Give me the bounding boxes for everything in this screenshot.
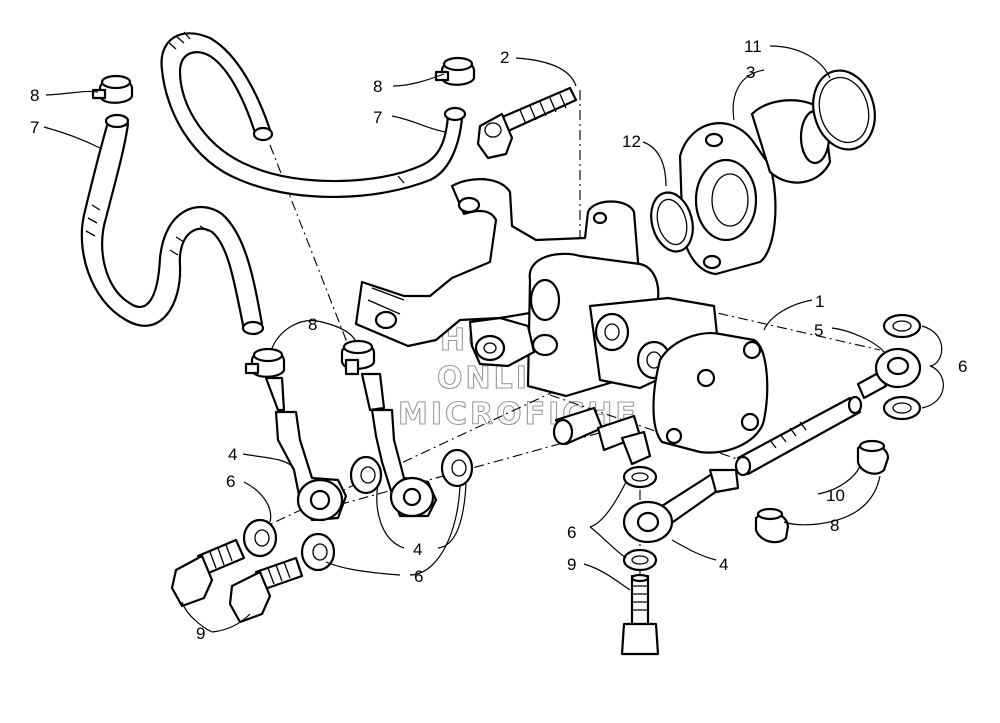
callout-4-middle: 4 — [413, 540, 422, 559]
hose-clamp-lower-mid — [754, 507, 790, 544]
o-ring-large — [812, 69, 876, 151]
hose-clamp-top-mid — [434, 56, 476, 86]
callout-7-left: 7 — [30, 118, 39, 137]
callout-11: 11 — [744, 37, 762, 56]
washer-lower-top — [622, 465, 658, 489]
hose-clamp-top-left — [91, 74, 134, 104]
callout-4-left: 4 — [228, 445, 237, 464]
hose-clamp-lower-right — [856, 439, 890, 475]
callout-9-lower: 9 — [567, 555, 576, 574]
callout-2: 2 — [500, 48, 509, 67]
oil-pump-assembly — [354, 178, 769, 466]
washer-right-top — [882, 313, 922, 339]
banjo-fitting-right — [856, 347, 922, 400]
callout-6-bottom: 6 — [414, 567, 423, 586]
callout-10: 10 — [826, 486, 845, 505]
hose-clamp-right-fitting — [340, 339, 376, 376]
washer-left-a — [242, 518, 278, 558]
pump-flange-adapter — [678, 99, 832, 276]
mounting-bolt — [476, 86, 578, 160]
hose-top — [160, 31, 491, 199]
callout-12: 12 — [622, 132, 641, 151]
callout-6-left: 6 — [226, 472, 235, 491]
hose-clamp-left-fitting — [244, 347, 286, 378]
hose-short — [734, 395, 863, 477]
washers — [242, 313, 922, 572]
leader-lines — [43, 45, 944, 633]
washer-left-b — [300, 532, 336, 572]
washer-right-bottom — [882, 395, 922, 421]
callout-1: 1 — [815, 292, 824, 311]
callout-3: 3 — [746, 63, 755, 82]
callout-8-top-left: 8 — [30, 86, 39, 105]
callout-7-top: 7 — [373, 108, 382, 127]
callout-8-middle: 8 — [308, 315, 317, 334]
banjo-bolt-left-a — [170, 538, 246, 608]
callout-9-left: 9 — [196, 624, 205, 643]
banjo-fitting-middle — [360, 372, 438, 518]
callout-8-top: 8 — [373, 77, 382, 96]
callout-6-right: 6 — [958, 357, 967, 376]
callout-5: 5 — [814, 321, 823, 340]
o-ring-small — [650, 191, 694, 253]
washer-mid-b — [440, 448, 474, 488]
callout-4-lower: 4 — [719, 555, 728, 574]
washer-lower-bottom — [622, 548, 658, 572]
banjo-bolt-left-b — [228, 556, 304, 624]
banjo-fitting-lower — [622, 468, 740, 544]
callout-8-lower: 8 — [830, 516, 839, 535]
banjo-bolt-lower — [620, 573, 660, 656]
callout-numbers: 1 2 3 4 4 4 5 6 6 6 6 7 7 8 8 8 8 9 9 10… — [30, 37, 967, 643]
hose-left — [80, 113, 265, 336]
banjo-fitting-left — [264, 376, 348, 522]
callout-6-lower: 6 — [567, 523, 576, 542]
washer-mid-a — [349, 455, 383, 495]
